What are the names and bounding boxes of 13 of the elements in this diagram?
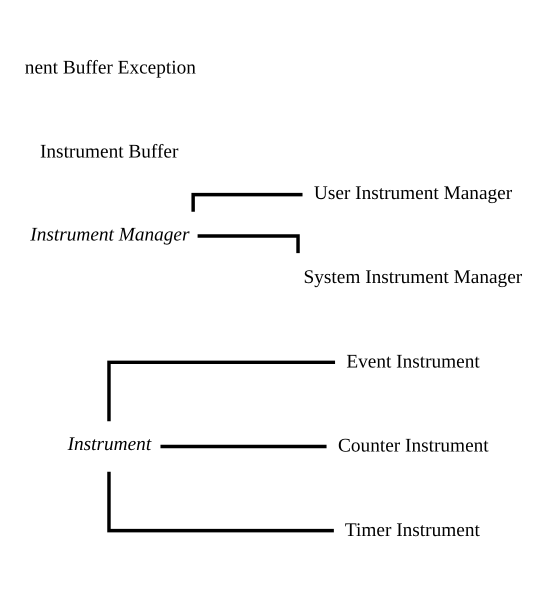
connector <box>198 234 300 253</box>
node-text: Counter Instrument <box>338 435 489 456</box>
label: Instrument Buffer <box>40 141 178 162</box>
connector <box>160 444 327 448</box>
connector <box>107 471 334 532</box>
node-text: System Instrument Manager <box>304 266 522 288</box>
node-text: Instrument <box>68 434 152 455</box>
label: nent Buffer Exception <box>24 56 196 78</box>
node-text: Timer Instrument <box>344 519 480 540</box>
connector <box>107 360 336 421</box>
node-text: Event Instrument <box>346 350 480 372</box>
node-text: Instrument Manager <box>30 224 190 245</box>
node-text: User Instrument Manager <box>314 182 512 204</box>
